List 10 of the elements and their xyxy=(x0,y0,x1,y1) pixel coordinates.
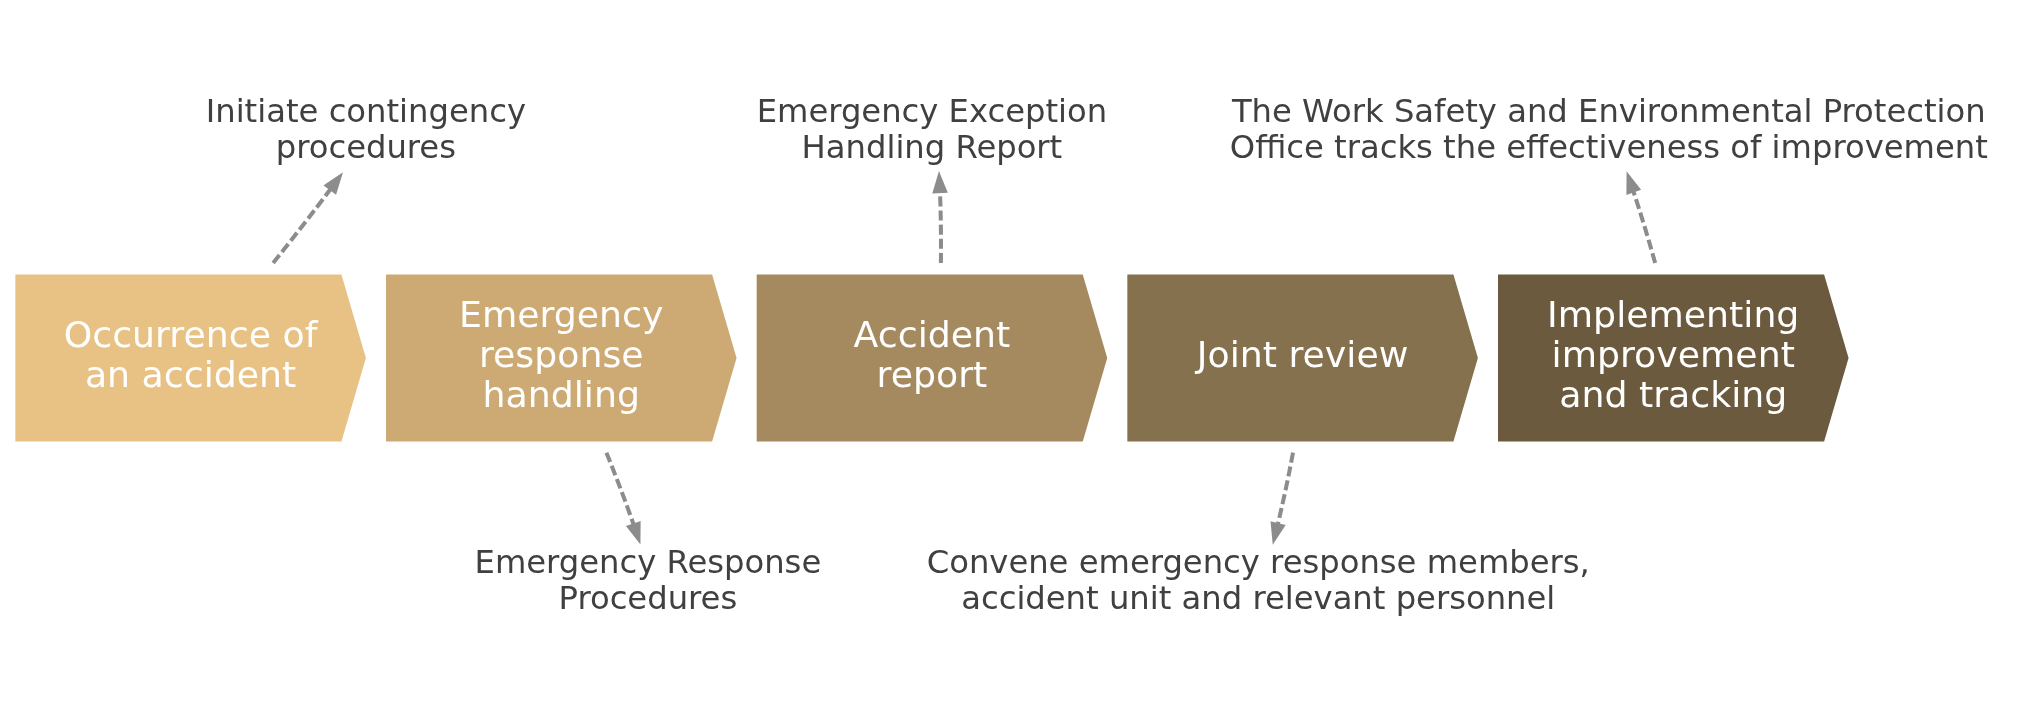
node-text: The Work Safety and Environmental Protection Office tracks the effectiveness of improvement xyxy=(1229,91,1988,166)
arrow xyxy=(604,451,641,545)
arrow xyxy=(1270,451,1295,545)
arrow xyxy=(1626,170,1658,263)
node-text: Convene emergency response members, accident unit and relevant personnel xyxy=(926,542,1590,617)
arrow xyxy=(932,170,948,263)
node-text: Emergency Exception Handling Report xyxy=(756,91,1108,166)
node-text: Emergency Response Procedures xyxy=(474,542,822,617)
arrow xyxy=(271,171,343,264)
node-text: Initiate contingency procedures xyxy=(205,91,526,166)
